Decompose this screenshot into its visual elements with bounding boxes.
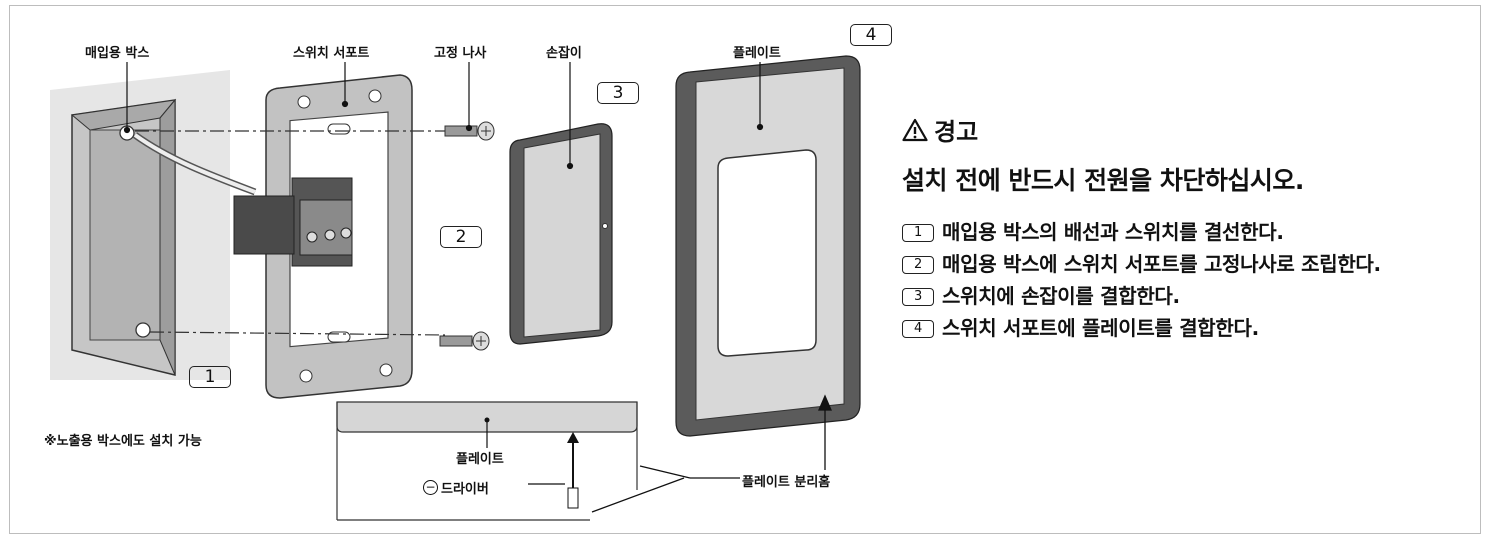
warning-panel: 경고 설치 전에 반드시 전원을 차단하십시오. 1 매입용 박스의 배선과 스… (902, 112, 1462, 347)
callout-1: 1 (189, 366, 231, 388)
step-number: 3 (902, 288, 934, 306)
label-switch-support: 스위치 서포트 (293, 46, 370, 61)
screw-top (444, 121, 495, 141)
recessed-box (70, 98, 177, 376)
handle (509, 123, 613, 345)
label-plate-groove: 플레이트 분리홈 (742, 475, 831, 490)
figure-frame (9, 5, 1481, 534)
label-recessed-box: 매입용 박스 (85, 46, 150, 61)
minus-circle-icon: − (423, 480, 438, 495)
callout-4: 4 (850, 24, 892, 46)
step-2: 2 매입용 박스에 스위치 서포트를 고정나사로 조립한다. (902, 251, 1462, 278)
label-driver: − 드라이버 (423, 478, 489, 497)
warning-title: 경고 (902, 112, 1462, 147)
switch-body (233, 195, 295, 255)
label-fixing-screw: 고정 나사 (434, 46, 487, 61)
inset-detail (336, 401, 638, 521)
label-driver-text: 드라이버 (441, 482, 489, 497)
step-4: 4 스위치 서포트에 플레이트를 결합한다. (902, 315, 1462, 342)
step-number: 4 (902, 320, 934, 338)
step-1: 1 매입용 박스의 배선과 스위치를 결선한다. (902, 219, 1462, 246)
box-screw-hole-bottom (135, 322, 151, 338)
step-text: 매입용 박스의 배선과 스위치를 결선한다. (942, 220, 1284, 244)
label-plate-inset: 플레이트 (456, 452, 504, 467)
alignment-line-bottom (149, 331, 446, 336)
plate (675, 55, 861, 437)
step-list: 1 매입용 박스의 배선과 스위치를 결선한다. 2 매입용 박스에 스위치 서… (902, 219, 1462, 342)
label-handle: 손잡이 (546, 46, 582, 61)
warning-triangle-icon (902, 118, 928, 141)
callout-3: 3 (597, 82, 639, 104)
step-number: 1 (902, 224, 934, 242)
switch-support (265, 74, 413, 399)
callout-2: 2 (440, 226, 482, 248)
step-3: 3 스위치에 손잡이를 결합한다. (902, 283, 1462, 310)
step-text: 스위치에 손잡이를 결합한다. (942, 284, 1180, 308)
label-plate: 플레이트 (733, 46, 781, 61)
step-number: 2 (902, 256, 934, 274)
warning-title-text: 경고 (934, 118, 979, 146)
screw-bottom (439, 331, 490, 351)
step-text: 매입용 박스에 스위치 서포트를 고정나사로 조립한다. (942, 252, 1381, 276)
warning-subtitle: 설치 전에 반드시 전원을 차단하십시오. (902, 166, 1304, 195)
step-text: 스위치 서포트에 플레이트를 결합한다. (942, 316, 1259, 340)
note-surface-box: ※노출용 박스에도 설치 가능 (44, 434, 202, 449)
